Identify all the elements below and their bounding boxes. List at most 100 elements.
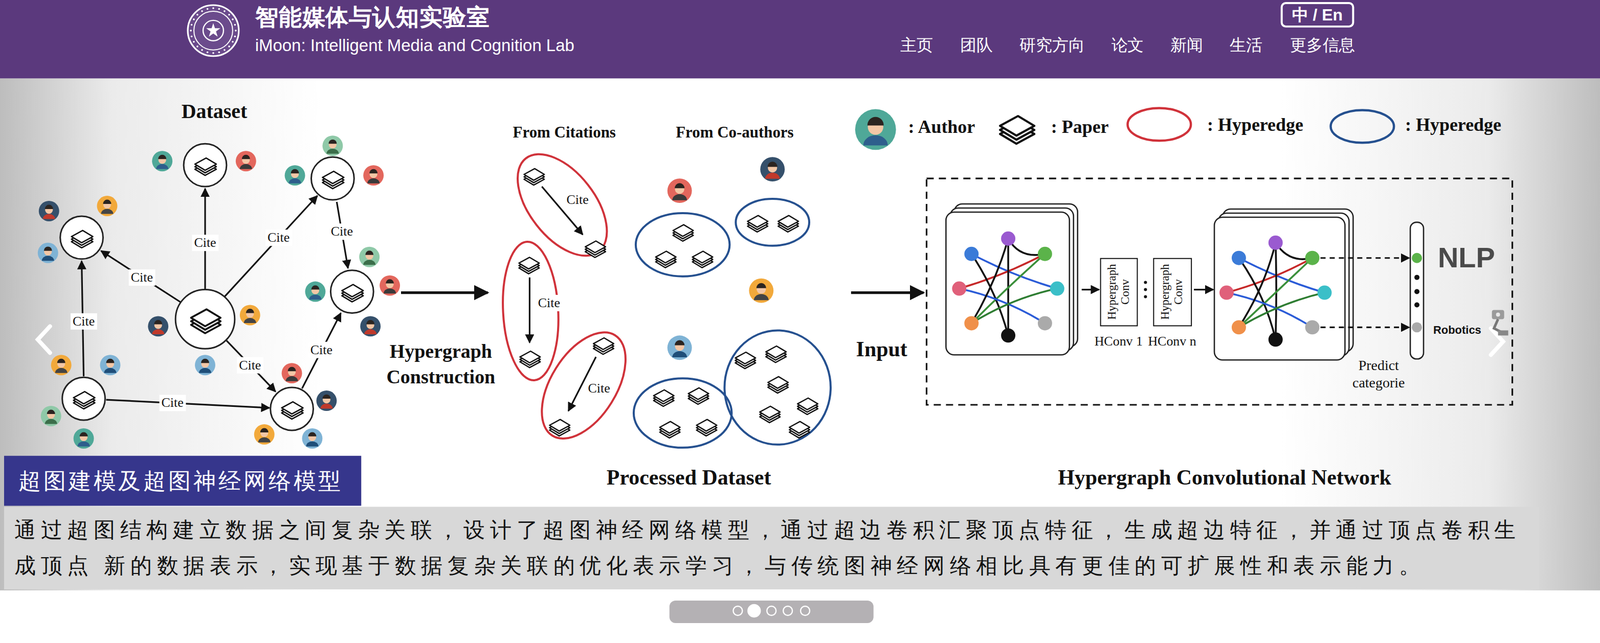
paper-icon	[190, 309, 221, 327]
university-logo	[201, 10, 204, 13]
carousel-controls	[37, 326, 51, 353]
author-icon	[667, 335, 693, 361]
university-logo	[231, 40, 234, 43]
paper-icon	[673, 225, 694, 237]
paper-icon	[518, 257, 540, 274]
author-icon	[363, 165, 384, 186]
author-icon	[291, 169, 300, 174]
author-icon	[43, 246, 53, 251]
graph-card	[1305, 251, 1320, 266]
author-icon	[41, 255, 55, 261]
author-icon	[194, 354, 216, 376]
box-label: Hypergraph Conv	[1104, 261, 1132, 323]
paper-icon	[73, 391, 96, 410]
university-logo	[189, 29, 192, 32]
author-icon	[366, 320, 375, 325]
label-slot: From Citations	[513, 123, 616, 143]
lab-title: 智能媒体与认知实验室	[255, 3, 491, 32]
robot-icon	[1492, 309, 1505, 320]
label-slot: : Hyperedge	[1405, 114, 1502, 137]
author-icon	[365, 250, 374, 255]
author-icon	[254, 424, 275, 446]
graph-card	[1219, 285, 1234, 301]
author-icon	[302, 428, 323, 450]
paper-icon	[190, 309, 221, 334]
cite-label: Cite	[585, 381, 612, 397]
author-icon	[101, 209, 114, 215]
author-icon	[667, 178, 693, 204]
cite-label: Cite	[564, 191, 591, 208]
legend-samples	[855, 107, 1394, 150]
output-column	[1410, 222, 1424, 360]
label-slot: Cite	[265, 229, 292, 246]
paper-icon	[778, 215, 799, 228]
university-logo	[206, 51, 209, 54]
cite-label: Cite	[308, 342, 335, 359]
author-icon	[201, 359, 210, 364]
label-slot: iMoon: Intelligent Media and Cognition L…	[255, 35, 575, 56]
paper-circle	[175, 290, 235, 350]
label-slot: Cite	[191, 234, 218, 251]
author-icon	[38, 201, 60, 222]
group-heading: From Co-authors	[675, 123, 794, 143]
author-icon	[47, 410, 56, 415]
author-icon	[316, 390, 337, 412]
paper-circle	[62, 377, 106, 421]
university-logo	[193, 11, 233, 51]
language-toggle: 中 / En	[1280, 2, 1354, 28]
author-icon	[753, 294, 769, 301]
author-icon	[77, 441, 91, 447]
paper-icon	[322, 171, 344, 184]
author-icon	[51, 354, 72, 376]
nav-link: 主页	[900, 35, 933, 55]
paper-icon	[71, 230, 94, 243]
paper-icon	[593, 338, 614, 355]
author-icon	[51, 354, 72, 376]
robot-icon	[1498, 330, 1509, 336]
author-icon	[281, 363, 303, 384]
paper-icon	[71, 230, 94, 249]
author-icon	[748, 278, 774, 304]
university-logo	[218, 8, 221, 11]
graph-card	[1238, 258, 1313, 328]
author-icon	[241, 154, 251, 160]
paper-icon	[585, 241, 606, 254]
carousel-controls	[732, 606, 743, 616]
author-icon	[363, 165, 384, 186]
graph-card	[1231, 320, 1247, 335]
paper-icon	[797, 398, 818, 415]
paper-icon	[735, 352, 756, 369]
coauthor-hyperedge	[724, 330, 831, 445]
university-logo	[231, 18, 234, 21]
label-slot: : Author	[908, 116, 976, 139]
citation-graph	[37, 135, 400, 449]
university-logo	[203, 20, 224, 41]
author-icon	[855, 108, 897, 150]
author-icon	[305, 281, 326, 303]
author-icon	[379, 275, 400, 297]
cite-label: Cite	[159, 394, 186, 411]
graph-card	[1001, 328, 1016, 343]
paper-icon	[789, 421, 810, 434]
author-icon	[105, 359, 115, 364]
paper-icon	[585, 241, 606, 258]
university-logo	[196, 13, 199, 16]
label-slot: Hypergraph Convolutional Network	[1057, 465, 1392, 492]
graph-card	[1268, 332, 1283, 347]
label-slot: 论文	[1111, 35, 1145, 55]
paper-icon	[341, 284, 364, 303]
author-icon	[863, 135, 888, 146]
legend-text: : Author	[908, 116, 976, 139]
label-slot: 团队	[960, 35, 993, 55]
author-icon	[147, 316, 169, 337]
carousel-controls	[766, 606, 776, 616]
step-label: Hypergraph Construction	[369, 338, 513, 390]
label-slot: Robotics	[1433, 323, 1482, 338]
cite-label: Cite	[536, 295, 563, 311]
author-icon	[79, 432, 88, 437]
task-logo: NLP	[1437, 240, 1496, 276]
section-heading: Hypergraph Convolutional Network	[1057, 465, 1392, 492]
author-icon	[379, 275, 400, 297]
label-slot: Dataset	[181, 99, 248, 124]
author-icon	[260, 428, 269, 433]
